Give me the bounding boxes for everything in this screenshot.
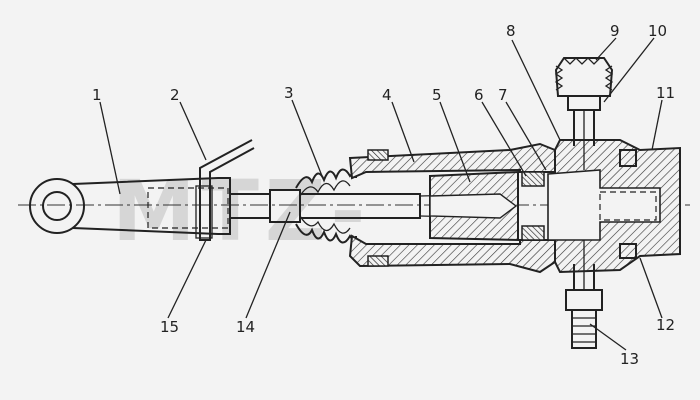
callout-2: 2: [170, 86, 180, 104]
bleed-fitting: [554, 57, 614, 170]
callout-5: 5: [432, 86, 442, 104]
callout-6: 6: [474, 86, 484, 104]
leader-lines: [99, 37, 663, 351]
callout-12: 12: [656, 316, 675, 334]
callout-4: 4: [382, 86, 392, 104]
callout-15: 15: [160, 318, 179, 336]
callout-7: 7: [498, 86, 508, 104]
callout-9: 9: [610, 22, 620, 40]
callout-3: 3: [284, 84, 294, 102]
callout-11: 11: [656, 84, 675, 102]
watermark: MTZ-: [112, 162, 371, 260]
cylinder-body: [348, 142, 556, 274]
callout-1: 1: [92, 86, 102, 104]
callout-8: 8: [506, 22, 516, 40]
callout-labels: 1 2 3 4 5 6 7 8 9 10 11 12 13 14 15: [92, 22, 675, 368]
callout-13: 13: [620, 350, 639, 368]
rear-housing: [547, 139, 681, 274]
cotter-clip: [195, 139, 255, 241]
callout-14: 14: [236, 318, 255, 336]
rubber-boot: [295, 167, 357, 247]
callout-10: 10: [648, 22, 667, 40]
